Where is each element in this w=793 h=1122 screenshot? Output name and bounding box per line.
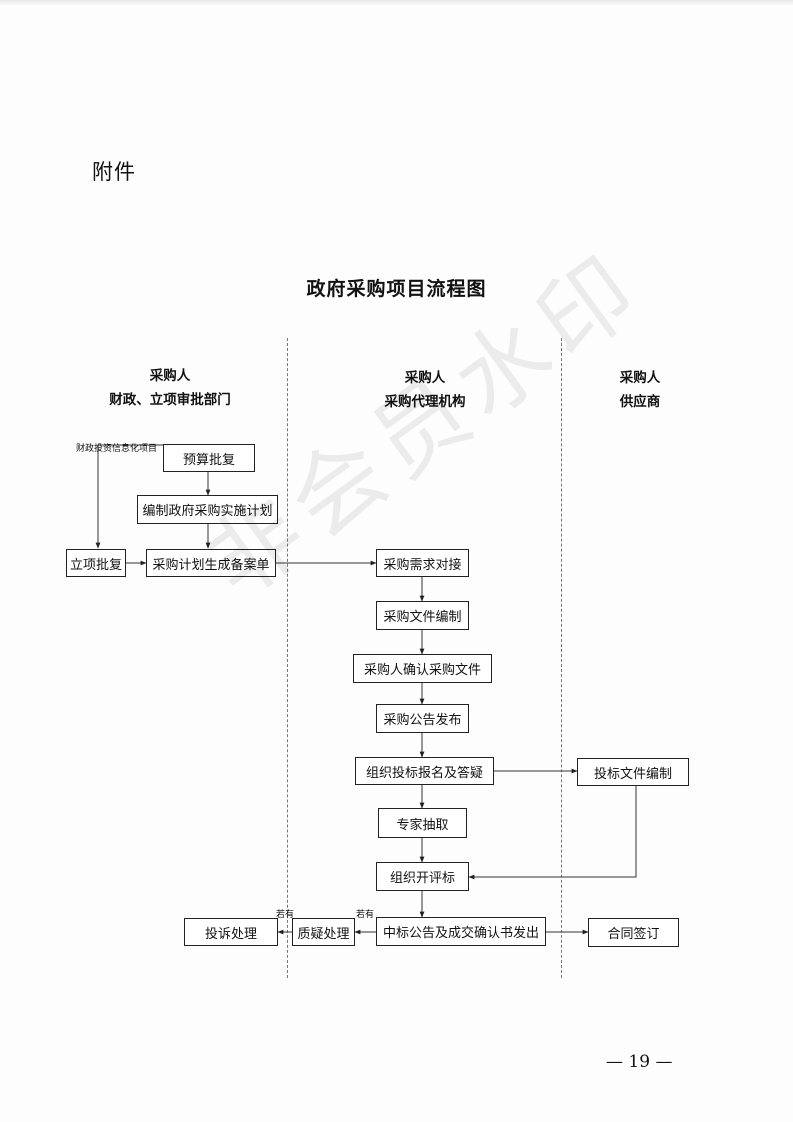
swimlane-divider-2 bbox=[561, 338, 562, 978]
node-budget-approval: 预算批复 bbox=[163, 444, 255, 472]
node-doc-compilation: 采购文件编制 bbox=[376, 601, 469, 630]
node-complaint-handling: 投诉处理 bbox=[184, 918, 278, 946]
note-it-project: 财政投资信息化项目 bbox=[76, 444, 158, 454]
column-header-agency-line2: 采购代理机构 bbox=[384, 394, 466, 410]
page-title: 政府采购项目流程图 bbox=[306, 278, 487, 300]
note-if-any-complaint: 若有 bbox=[276, 910, 295, 920]
node-compile-plan: 编制政府采购实施计划 bbox=[137, 495, 278, 524]
node-contract: 合同签订 bbox=[588, 918, 679, 947]
page-top-edge bbox=[0, 0, 793, 6]
column-header-agency-line1: 采购人 bbox=[404, 370, 446, 386]
node-plan-filing: 采购计划生成备案单 bbox=[146, 549, 276, 577]
column-header-supplier: 采购人 供应商 bbox=[555, 366, 725, 414]
note-if-any-query: 若有 bbox=[356, 910, 375, 920]
column-header-approval-line2: 财政、立项审批部门 bbox=[109, 392, 231, 408]
node-project-approval: 立项批复 bbox=[66, 549, 126, 577]
attachment-label: 附件 bbox=[92, 160, 136, 184]
edge-it-project-to-approval bbox=[95, 444, 163, 549]
node-purchaser-confirm: 采购人确认采购文件 bbox=[353, 654, 492, 683]
column-header-approval-line1: 采购人 bbox=[149, 368, 191, 384]
column-header-supplier-line1: 采购人 bbox=[619, 370, 661, 386]
page-number: — 19 — bbox=[606, 1052, 673, 1072]
column-header-supplier-line2: 供应商 bbox=[619, 394, 661, 410]
node-announcement: 采购公告发布 bbox=[376, 704, 469, 733]
node-registration-qa: 组织投标报名及答疑 bbox=[355, 757, 494, 785]
edge-bid-docs-to-evaluation bbox=[468, 786, 637, 880]
node-requirement-docking: 采购需求对接 bbox=[376, 549, 469, 577]
node-award-notice: 中标公告及成交确认书发出 bbox=[376, 917, 546, 946]
column-header-agency: 采购人 采购代理机构 bbox=[325, 366, 525, 414]
node-bid-docs: 投标文件编制 bbox=[577, 758, 689, 786]
swimlane-divider-1 bbox=[287, 338, 288, 978]
node-expert-selection: 专家抽取 bbox=[378, 808, 467, 838]
node-query-handling: 质疑处理 bbox=[292, 918, 355, 946]
column-header-approval: 采购人 财政、立项审批部门 bbox=[70, 364, 270, 412]
node-bid-evaluation: 组织开评标 bbox=[376, 862, 469, 891]
